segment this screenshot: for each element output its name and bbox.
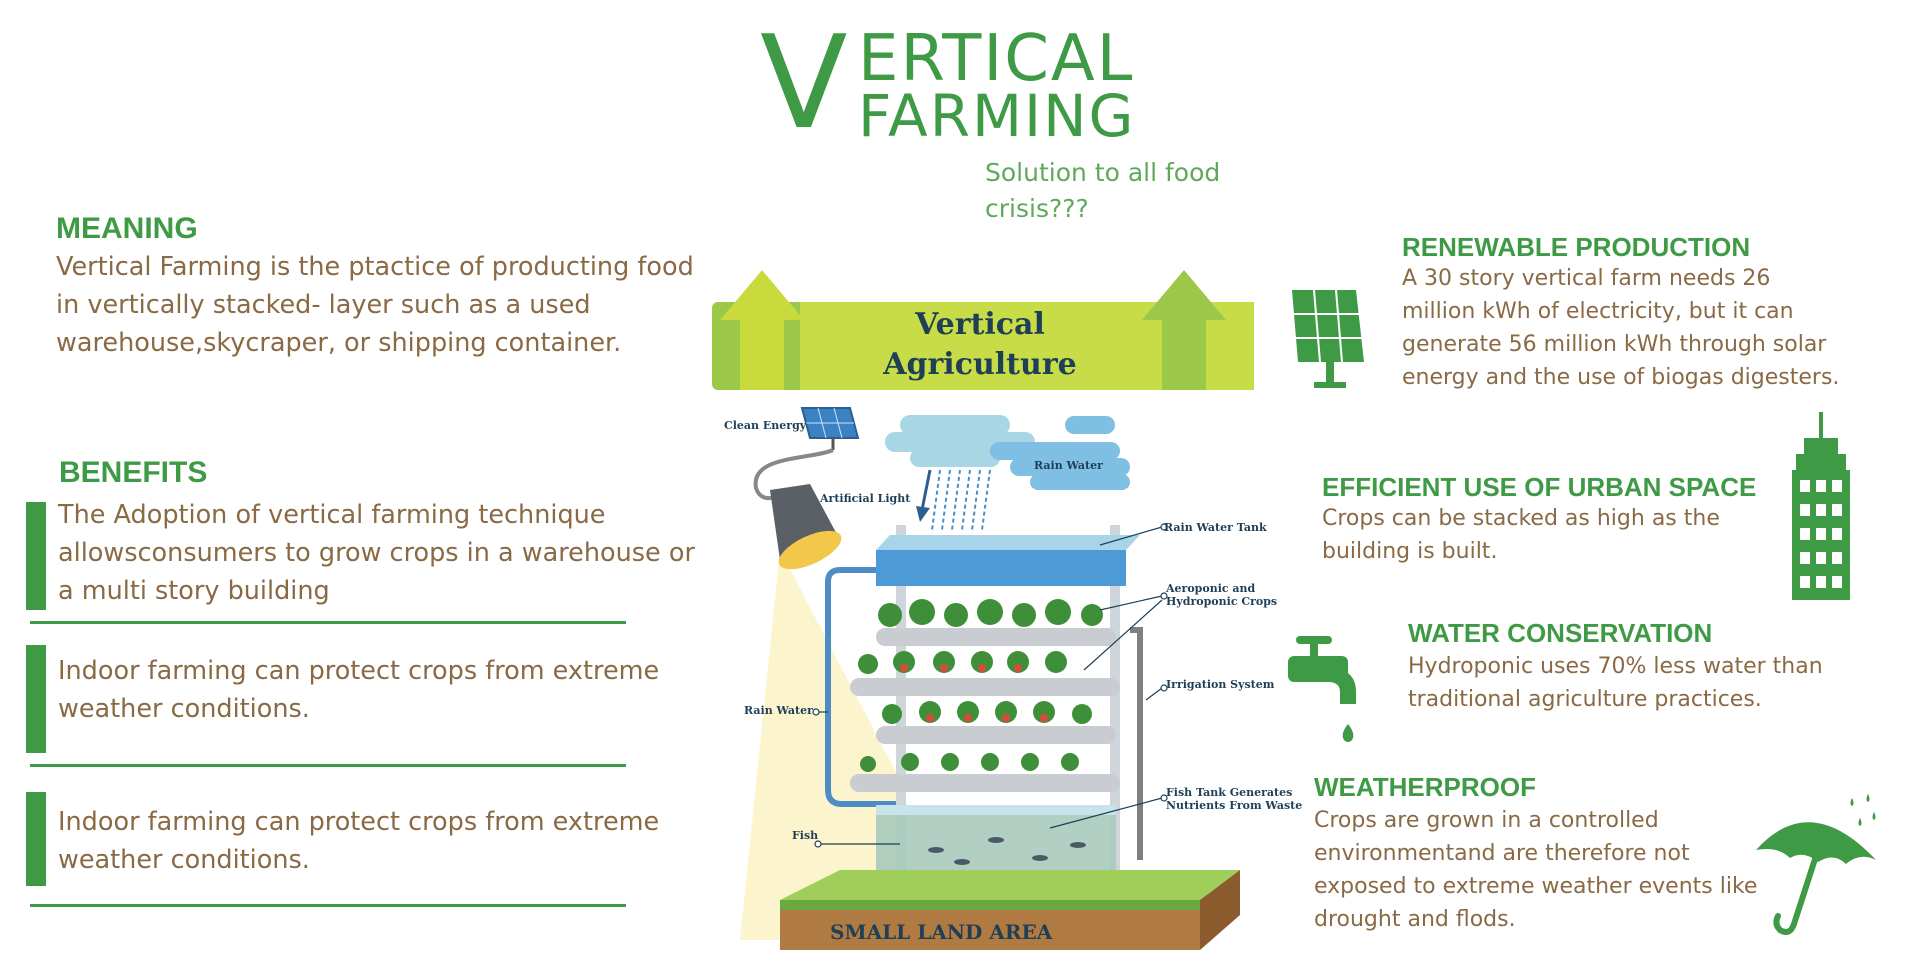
arrow-icon — [920, 469, 932, 511]
water-text: Hydroponic uses 70% less water than trad… — [1408, 654, 1823, 712]
benefit-bar — [26, 792, 46, 886]
title-line1: ERTICAL — [858, 22, 1135, 96]
meaning-heading: MEANING — [56, 212, 198, 245]
label-rain-water-top: Rain Water — [1034, 459, 1103, 472]
banner-line2: Agriculture — [883, 347, 1077, 382]
label-clean-energy: Clean Energy — [724, 419, 807, 432]
banner-line1: Vertical — [915, 307, 1045, 342]
benefit-bar — [26, 645, 46, 753]
label-fish-tank: Fish Tank Generates Nutrients From Waste — [1166, 786, 1303, 812]
urban-heading: EFFICIENT USE OF URBAN SPACE — [1322, 472, 1757, 502]
arrow-up-icon — [720, 270, 804, 390]
banner — [712, 270, 1254, 390]
label-artificial-light: Artificial Light — [820, 492, 911, 505]
benefit-divider — [30, 621, 626, 624]
title-big-letter: V — [760, 9, 848, 158]
urban-text: Crops can be stacked as high as the buil… — [1322, 506, 1720, 564]
label-small-land-area: SMALL LAND AREA — [830, 920, 1053, 944]
water-heading: WATER CONSERVATION — [1408, 618, 1713, 648]
label-rain-water-left: Rain Water — [744, 704, 813, 717]
benefit-item-3: Indoor farming can protect crops from ex… — [58, 807, 660, 875]
solar-panel-icon — [800, 407, 860, 450]
lamp-icon — [753, 448, 842, 570]
benefit-divider — [30, 764, 626, 767]
benefit-divider — [30, 904, 626, 907]
tower-building-icon — [1792, 412, 1850, 600]
arrow-up-icon — [1142, 270, 1226, 390]
vertical-agriculture-diagram — [712, 270, 1254, 950]
title-line2: FARMING — [858, 82, 1136, 150]
renewable-text: A 30 story vertical farm needs 26 millio… — [1402, 266, 1840, 390]
weather-heading: WEATHERPROOF — [1314, 772, 1536, 802]
subtitle: Solution to all food crisis??? — [985, 158, 1221, 223]
weather-text: Crops are grown in a controlled environm… — [1314, 808, 1758, 932]
rain-icon — [931, 469, 991, 531]
benefit-item-2: Indoor farming can protect crops from ex… — [58, 656, 660, 724]
water-tap-icon — [1288, 636, 1356, 742]
benefit-bar — [26, 502, 46, 610]
label-rain-water-tank: Rain Water Tank — [1164, 521, 1267, 534]
solar-panel-icon — [1292, 289, 1364, 388]
label-aeroponic: Aeroponic and Hydroponic Crops — [1166, 582, 1278, 608]
label-fish: Fish — [792, 829, 819, 842]
ground — [780, 870, 1240, 950]
umbrella-icon — [1756, 794, 1876, 935]
renewable-heading: RENEWABLE PRODUCTION — [1402, 232, 1751, 262]
benefits-heading: BENEFITS — [59, 456, 208, 489]
benefit-item-1: The Adoption of vertical farming techniq… — [58, 500, 695, 606]
crop-shelves — [850, 599, 1120, 792]
rain-water-tank — [876, 535, 1140, 586]
meaning-text: Vertical Farming is the ptactice of prod… — [56, 252, 694, 358]
label-irrigation: Irrigation System — [1166, 678, 1275, 691]
cloud-icon — [885, 415, 1130, 490]
fish-tank — [876, 805, 1116, 877]
